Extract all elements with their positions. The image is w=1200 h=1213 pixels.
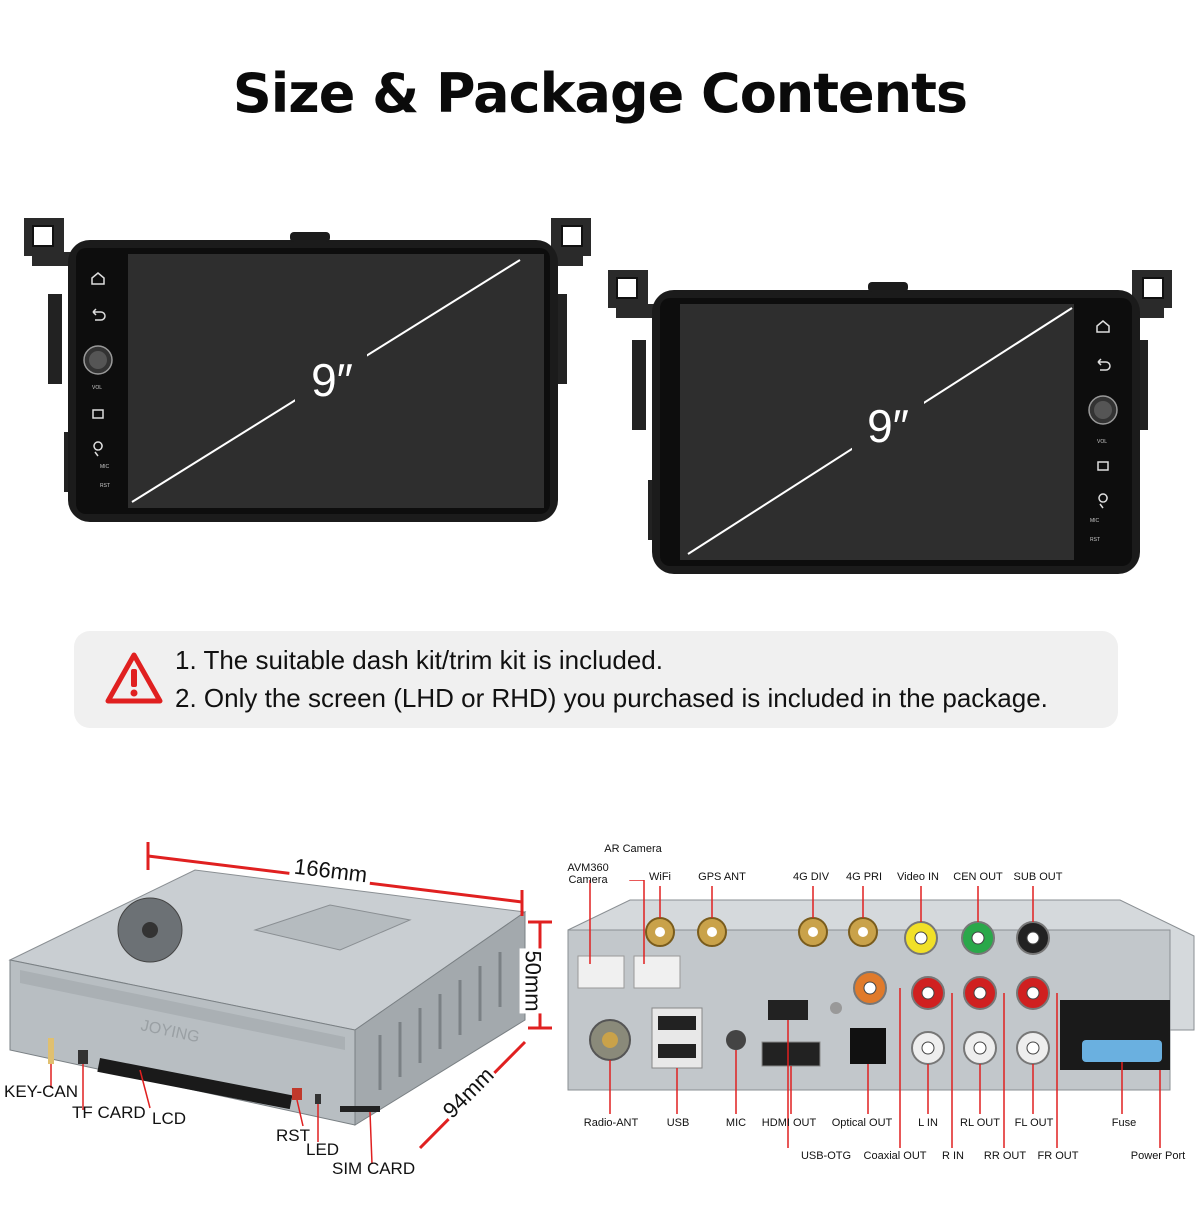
- port-label-rst: RST: [276, 1126, 310, 1145]
- label-mic: MIC: [725, 1117, 747, 1129]
- label-r-in: R IN: [942, 1150, 964, 1162]
- svg-text:RST: RST: [1090, 537, 1100, 543]
- page-title: Size & Package Contents: [232, 62, 968, 125]
- dimension-height: 50mm: [519, 948, 546, 1014]
- label-avm360-camera: AVM360 Camera: [567, 862, 609, 886]
- port-label-led: LED: [306, 1140, 340, 1159]
- port-label-tf-card: TF CARD: [72, 1103, 146, 1122]
- svg-text:RST: RST: [100, 483, 110, 489]
- head-unit-right: VOL MIC RST 9″: [604, 266, 1176, 576]
- port-label-key-can: KEY-CAN: [4, 1082, 79, 1101]
- svg-text:MIC: MIC: [1090, 518, 1100, 524]
- port-label-sim-card: SIM CARD: [332, 1159, 416, 1178]
- label-rl-out: RL OUT: [960, 1117, 1000, 1129]
- label-video-in: Video IN: [897, 871, 939, 883]
- port-label-lcd: LCD: [152, 1109, 187, 1128]
- note-dash-kit: 1. The suitable dash kit/trim kit is inc…: [175, 645, 663, 675]
- label-optical-out: Optical OUT: [831, 1117, 893, 1129]
- label-gps-ant: GPS ANT: [698, 871, 746, 883]
- notes-panel: 1. The suitable dash kit/trim kit is inc…: [74, 631, 1118, 728]
- label-4g-div: 4G DIV: [792, 871, 830, 883]
- label-l-in: L IN: [918, 1117, 938, 1129]
- note-screen-package: 2. Only the screen (LHD or RHD) you purc…: [175, 683, 1048, 713]
- svg-text:VOL: VOL: [92, 385, 102, 391]
- label-wifi: WiFi: [649, 871, 671, 883]
- label-cen-out: CEN OUT: [953, 871, 1003, 883]
- rear-panel-illustration: [567, 880, 1195, 1148]
- label-rr-out: RR OUT: [983, 1150, 1027, 1162]
- svg-text:MIC: MIC: [100, 464, 110, 470]
- label-fl-out: FL OUT: [1014, 1117, 1054, 1129]
- label-sub-out: SUB OUT: [1013, 871, 1063, 883]
- label-radio-ant: Radio-ANT: [583, 1117, 639, 1129]
- label-ar-camera: AR Camera: [604, 843, 662, 855]
- chassis-illustration: JOYING: [8, 842, 552, 1165]
- label-fr-out: FR OUT: [1037, 1150, 1079, 1162]
- warning-icon: [105, 652, 163, 704]
- head-unit-left: VOL MIC RST 9″: [20, 214, 595, 524]
- label-usb-otg: USB-OTG: [800, 1150, 852, 1162]
- label-4g-pri: 4G PRI: [845, 871, 883, 883]
- screen-size-label-right: 9″: [867, 400, 909, 452]
- label-hdmi-out: HDMI OUT: [761, 1117, 817, 1129]
- svg-text:VOL: VOL: [1097, 439, 1107, 445]
- label-coaxial-out: Coaxial OUT: [863, 1150, 927, 1162]
- label-usb: USB: [666, 1117, 690, 1129]
- label-fuse: Fuse: [1111, 1117, 1137, 1129]
- label-power-port: Power Port: [1130, 1150, 1186, 1162]
- screen-size-label-left: 9″: [311, 354, 353, 406]
